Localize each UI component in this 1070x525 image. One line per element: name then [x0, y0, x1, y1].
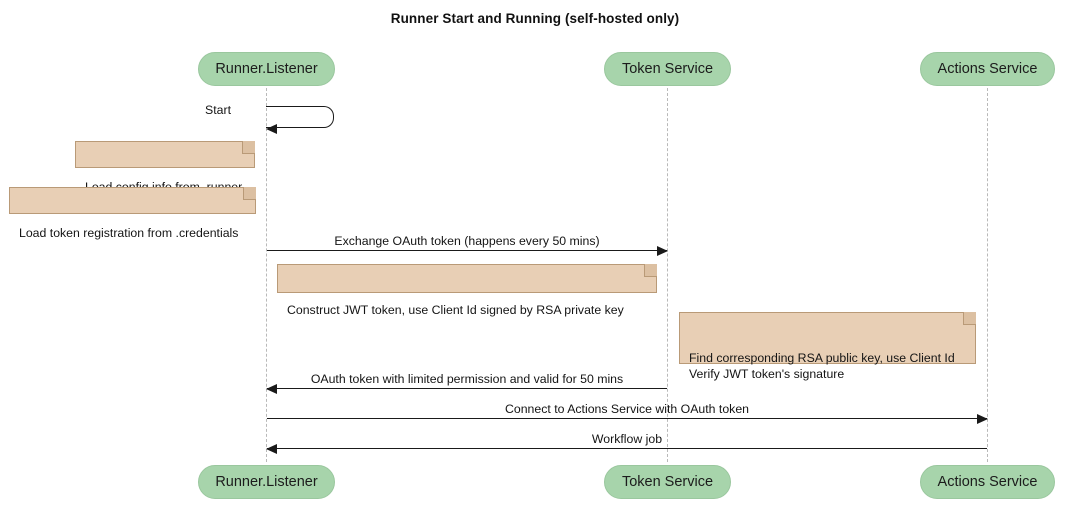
message-connect-actions-service [267, 413, 988, 424]
participant-runner-top[interactable]: Runner.Listener [198, 52, 335, 86]
note-fold-icon [243, 187, 256, 200]
message-connect-actions-service-label: Connect to Actions Service with OAuth to… [504, 402, 750, 416]
note-text: Load token registration from .credential… [19, 226, 239, 240]
participant-label: Runner.Listener [215, 474, 318, 490]
arrowhead-left-icon [266, 383, 277, 394]
self-message-start-label: Start [205, 103, 231, 117]
arrowhead-left-icon [266, 123, 277, 134]
participant-token-top[interactable]: Token Service [604, 52, 731, 86]
lifeline-token [667, 88, 668, 462]
note-text: Find corresponding RSA public key, use C… [689, 351, 955, 381]
arrowhead-right-icon [657, 245, 668, 256]
participant-actions-bottom[interactable]: Actions Service [920, 465, 1055, 499]
participant-token-bottom[interactable]: Token Service [604, 465, 731, 499]
arrowhead-left-icon [266, 443, 277, 454]
message-exchange-oauth-token [267, 245, 668, 256]
self-message-start-loop [266, 106, 334, 128]
participant-label: Token Service [621, 474, 714, 490]
note-fold-icon [242, 141, 255, 154]
message-oauth-token-return-label: OAuth token with limited permission and … [310, 372, 624, 386]
participant-label: Actions Service [937, 61, 1038, 77]
message-exchange-oauth-token-label: Exchange OAuth token (happens every 50 m… [334, 234, 600, 248]
message-workflow-job-label: Workflow job [591, 432, 663, 446]
note-text: Construct JWT token, use Client Id signe… [287, 303, 624, 317]
participant-label: Runner.Listener [215, 61, 318, 77]
note-verify-jwt: Find corresponding RSA public key, use C… [679, 312, 976, 381]
participant-label: Token Service [621, 61, 714, 77]
arrowhead-right-icon [977, 413, 988, 424]
note-load-config: Load config info from .runner [75, 141, 255, 194]
note-load-credentials: Load token registration from .credential… [9, 187, 256, 240]
message-workflow-job [266, 443, 987, 454]
participant-runner-bottom[interactable]: Runner.Listener [198, 465, 335, 499]
participant-label: Actions Service [937, 474, 1038, 490]
message-oauth-token-return [266, 383, 667, 394]
lifeline-runner [266, 88, 267, 462]
diagram-title: Runner Start and Running (self-hosted on… [390, 11, 680, 26]
note-construct-jwt: Construct JWT token, use Client Id signe… [277, 264, 657, 317]
note-fold-icon [644, 264, 657, 277]
lifeline-actions [987, 88, 988, 462]
participant-actions-top[interactable]: Actions Service [920, 52, 1055, 86]
note-fold-icon [963, 312, 976, 325]
